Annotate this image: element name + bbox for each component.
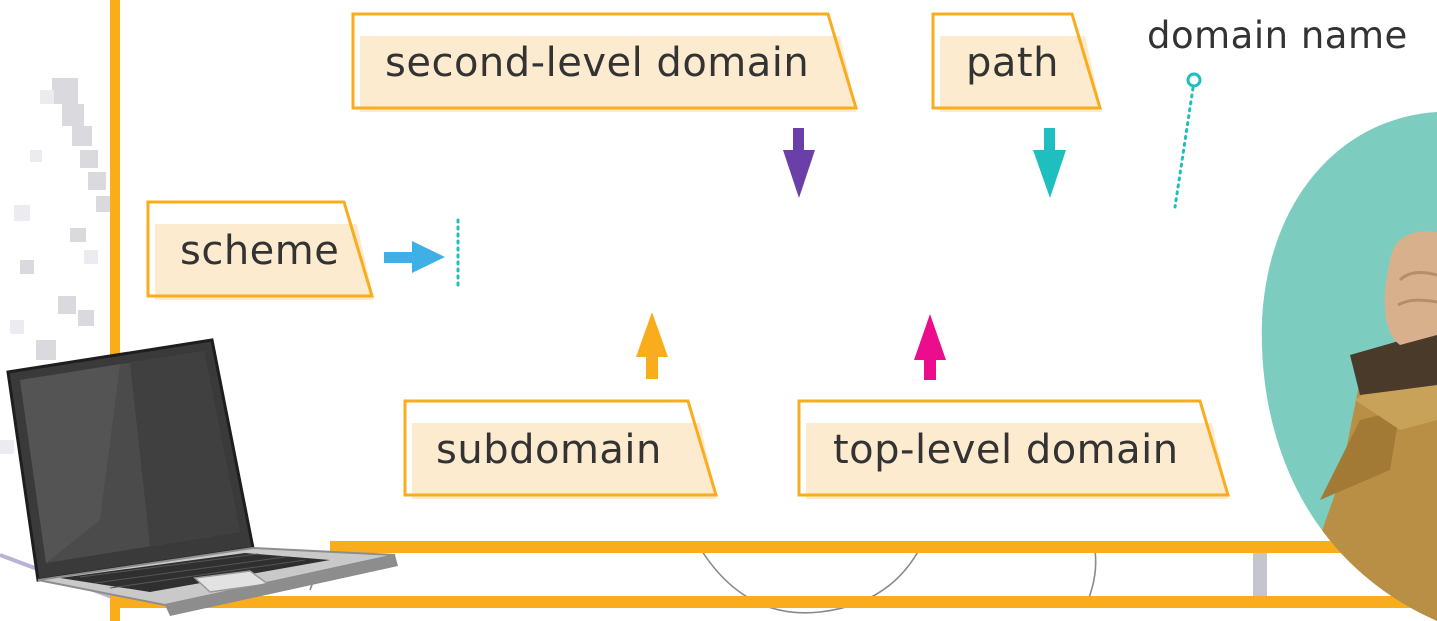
label-top-level-domain-text: top-level domain (833, 427, 1179, 473)
orange-frame (110, 0, 1437, 621)
label-scheme-text: scheme (180, 228, 340, 274)
arrow-subdomain (636, 312, 668, 379)
arrow-second-level (783, 128, 815, 198)
dotted-line-endpoint (1186, 72, 1202, 88)
pixel-decoration-light (0, 90, 98, 454)
arrow-path (1033, 128, 1066, 198)
arrow-scheme (384, 241, 445, 273)
label-path-text: path (966, 40, 1059, 86)
label-subdomain-text: subdomain (436, 427, 662, 473)
pixel-decoration (20, 78, 110, 360)
label-second-level-domain-text: second-level domain (385, 40, 810, 86)
dotted-line-domain-name (1173, 86, 1195, 209)
label-domain-name-text: domain name (1147, 14, 1408, 57)
arrow-top-level (914, 314, 946, 380)
label-shapes (146, 12, 1231, 499)
